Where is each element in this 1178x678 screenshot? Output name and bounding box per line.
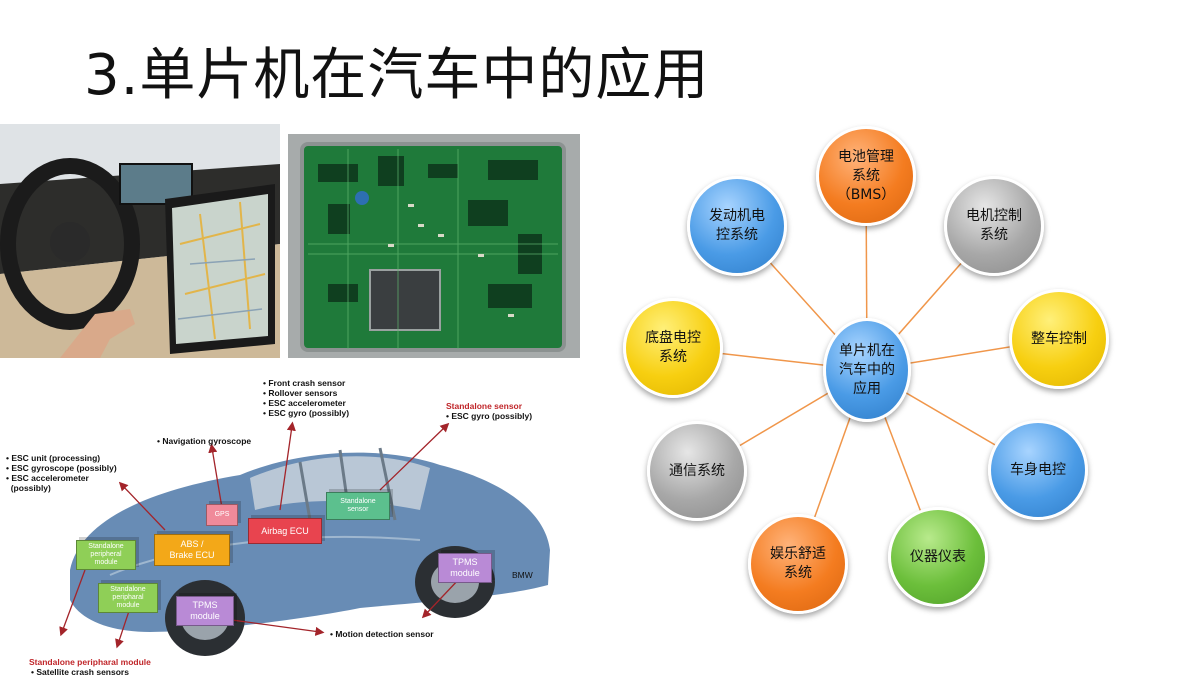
- circuit-board-image: [288, 134, 580, 358]
- bmw-label: BMW: [512, 570, 533, 580]
- car-interior-image: [0, 124, 280, 358]
- center-bubble: 单片机在 汽车中的 应用: [823, 318, 911, 422]
- standalone-gyro-note: • ESC gyro (possibly): [446, 411, 532, 421]
- bubble-instrument: 仪器仪表: [888, 507, 988, 607]
- motion-detection-note: • Motion detection sensor: [330, 629, 434, 639]
- standalone-peripheral-module-box-1: Standalone peripheral module: [76, 540, 136, 570]
- bubble-entertainment: 娱乐舒适 系统: [748, 514, 848, 614]
- bubble-bms: 电池管理 系统 （BMS）: [816, 126, 916, 226]
- navigation-gyroscope-note: • Navigation gyroscope: [157, 436, 251, 446]
- slide-title: 3.单片机在汽车中的应用: [84, 30, 709, 111]
- car-sensor-diagram: • Front crash sensor • Rollover sensors …: [0, 370, 560, 678]
- car-interior-photo: [0, 124, 280, 358]
- esc-unit-note: • ESC unit (processing) • ESC gyroscope …: [6, 453, 117, 493]
- bubble-chassis: 底盘电控 系统: [623, 298, 723, 398]
- abs-brake-ecu-box: ABS / Brake ECU: [154, 534, 230, 566]
- front-crash-sensor-note: • Front crash sensor • Rollover sensors …: [263, 378, 349, 418]
- bubble-body: 车身电控: [988, 420, 1088, 520]
- tpms-module-box-front: TPMS module: [176, 596, 234, 626]
- ecu-circuit-board-photo: [288, 134, 580, 358]
- bubble-vehicle: 整车控制: [1009, 289, 1109, 389]
- mcu-applications-bubble-diagram: 电池管理 系统 （BMS） 电机控制 系统整车控制车身电控仪器仪表娱乐舒适 系统通…: [610, 120, 1130, 620]
- airbag-ecu-box: Airbag ECU: [248, 518, 322, 544]
- bubble-motor: 电机控制 系统: [944, 176, 1044, 276]
- satellite-crash-note: • Satellite crash sensors: [31, 667, 129, 677]
- standalone-peripheral-module-box-2: Standalone peripharal module: [98, 583, 158, 613]
- bubble-engine: 发动机电 控系统: [687, 176, 787, 276]
- standalone-sensor-box: Standalone sensor: [326, 492, 390, 520]
- gps-box: GPS: [206, 504, 238, 526]
- bubble-comm: 通信系统: [647, 421, 747, 521]
- standalone-sensor-heading: Standalone sensor: [446, 401, 522, 411]
- peripheral-module-heading: Standalone peripharal module: [29, 657, 151, 667]
- tpms-module-box-rear: TPMS module: [438, 553, 492, 583]
